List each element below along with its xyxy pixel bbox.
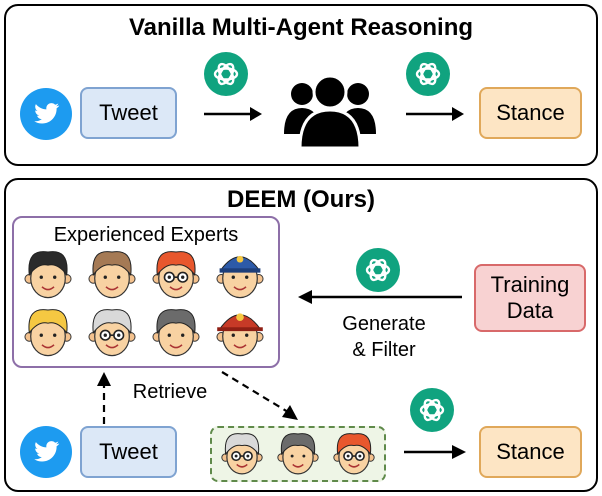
expert-avatar	[24, 309, 72, 357]
openai-logo-icon	[204, 52, 248, 96]
experts-title: Experienced Experts	[53, 224, 239, 246]
generate-label-line1: Generate	[342, 313, 426, 335]
generate-label-line2: & Filter	[352, 339, 416, 361]
vanilla-title: Vanilla Multi-Agent Reasoning	[128, 14, 474, 41]
expert-avatar	[88, 251, 136, 299]
training-data-box: Training Data	[474, 264, 586, 332]
tweet-box-bottom: Tweet	[80, 426, 177, 478]
retrieve-label: Retrieve	[132, 381, 208, 403]
openai-logo-icon	[356, 248, 400, 292]
expert-avatar	[24, 251, 72, 299]
openai-logo-icon	[410, 388, 454, 432]
training-label-line1: Training	[490, 272, 570, 297]
people-group-icon	[284, 74, 376, 150]
arrow-right	[204, 107, 262, 121]
training-label-line2: Data	[506, 298, 554, 323]
tweet-box-top: Tweet	[80, 87, 177, 139]
expert-avatar	[277, 433, 319, 475]
generate-filter-label: Generate & Filter	[322, 311, 446, 363]
deem-title: DEEM (Ours)	[226, 186, 375, 213]
expert-avatar	[333, 433, 375, 475]
twitter-bird-icon	[20, 426, 72, 478]
stance-box-top: Stance	[479, 87, 582, 139]
openai-logo-icon	[406, 52, 450, 96]
stance-box-bottom: Stance	[479, 426, 582, 478]
arrow-right	[404, 445, 466, 459]
expert-avatar	[216, 255, 264, 299]
expert-avatar-grid	[24, 251, 264, 357]
expert-avatar	[152, 251, 200, 299]
expert-avatar	[221, 433, 263, 475]
twitter-bird-icon	[20, 88, 72, 140]
expert-avatar	[216, 313, 264, 357]
expert-avatar	[88, 309, 136, 357]
arrow-right	[406, 107, 464, 121]
expert-avatar	[152, 309, 200, 357]
selected-expert-avatars	[221, 433, 375, 475]
arrow-left	[298, 290, 462, 304]
